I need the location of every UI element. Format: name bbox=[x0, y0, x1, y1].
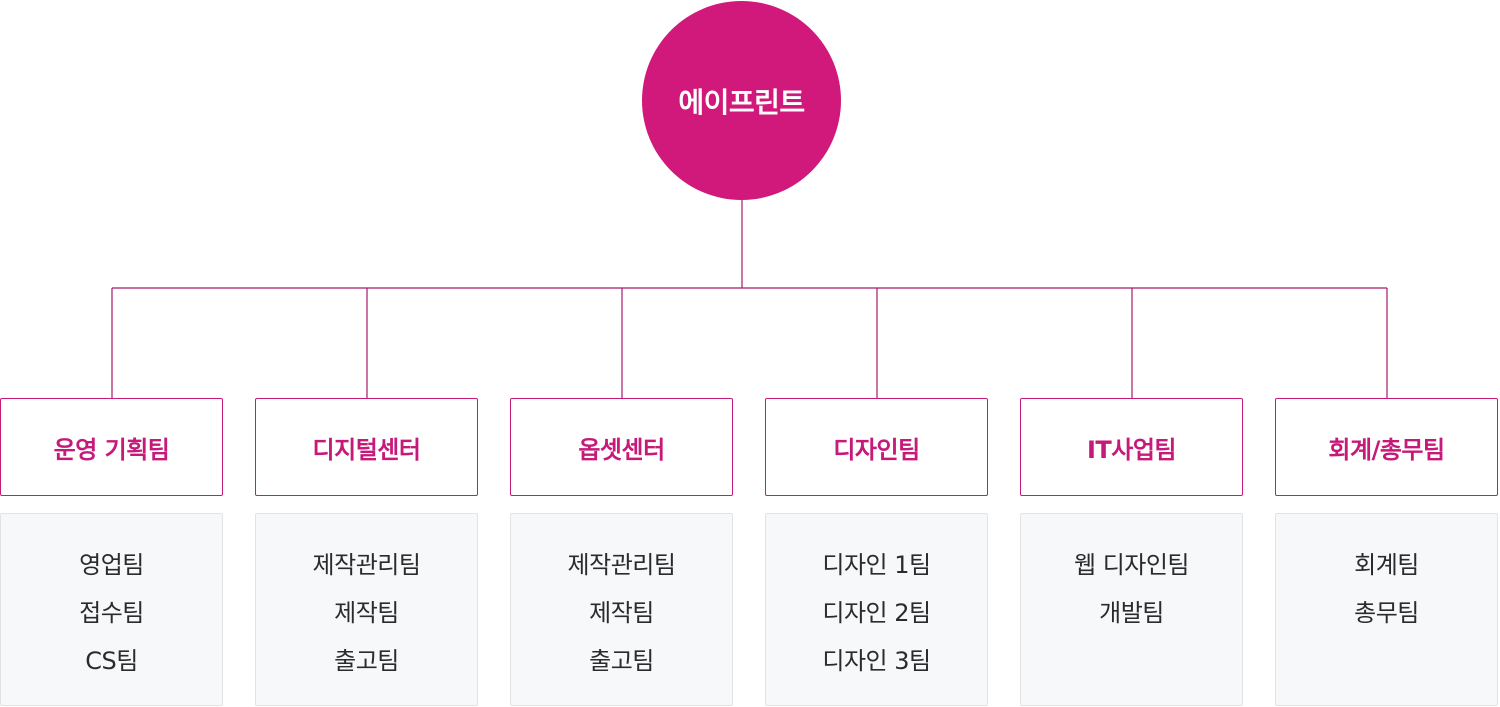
dept-label: 디지털센터 bbox=[312, 435, 421, 464]
team-item: 개발팀 bbox=[1099, 599, 1164, 627]
team-item: 웹 디자인팀 bbox=[1073, 551, 1190, 579]
team-list-accounting-admin: 회계팀 총무팀 bbox=[1275, 513, 1498, 706]
team-item: CS팀 bbox=[85, 647, 138, 675]
dept-label: 디자인팀 bbox=[833, 435, 920, 464]
team-item: 디자인 1팀 bbox=[822, 551, 931, 579]
team-item: 제작팀 bbox=[589, 599, 654, 627]
dept-label: 운영 기획팀 bbox=[53, 435, 170, 464]
team-item: 회계팀 bbox=[1354, 551, 1419, 579]
team-item: 출고팀 bbox=[589, 647, 654, 675]
team-item: 접수팀 bbox=[79, 599, 144, 627]
dept-label: IT사업팀 bbox=[1086, 435, 1177, 464]
team-item: 영업팀 bbox=[79, 551, 144, 579]
team-item: 디자인 3팀 bbox=[822, 647, 931, 675]
dept-box-digital-center: 디지털센터 bbox=[255, 398, 478, 496]
root-node-label: 에이프린트 bbox=[678, 85, 805, 119]
root-node-circle: 에이프린트 bbox=[642, 1, 841, 200]
dept-box-design: 디자인팀 bbox=[765, 398, 988, 496]
dept-label: 옵셋센터 bbox=[578, 435, 665, 464]
dept-box-it-business: IT사업팀 bbox=[1020, 398, 1243, 496]
team-item: 제작팀 bbox=[334, 599, 399, 627]
team-list-offset-center: 제작관리팀 제작팀 출고팀 bbox=[510, 513, 733, 706]
dept-box-offset-center: 옵셋센터 bbox=[510, 398, 733, 496]
dept-box-operations-planning: 운영 기획팀 bbox=[0, 398, 223, 496]
team-item: 출고팀 bbox=[334, 647, 399, 675]
team-list-operations-planning: 영업팀 접수팀 CS팀 bbox=[0, 513, 223, 706]
dept-label: 회계/총무팀 bbox=[1328, 435, 1445, 464]
team-list-it-business: 웹 디자인팀 개발팀 bbox=[1020, 513, 1243, 706]
team-item: 총무팀 bbox=[1354, 599, 1419, 627]
team-list-design: 디자인 1팀 디자인 2팀 디자인 3팀 bbox=[765, 513, 988, 706]
dept-box-accounting-admin: 회계/총무팀 bbox=[1275, 398, 1498, 496]
team-item: 디자인 2팀 bbox=[822, 599, 931, 627]
team-item: 제작관리팀 bbox=[567, 551, 676, 579]
team-item: 제작관리팀 bbox=[312, 551, 421, 579]
team-list-digital-center: 제작관리팀 제작팀 출고팀 bbox=[255, 513, 478, 706]
